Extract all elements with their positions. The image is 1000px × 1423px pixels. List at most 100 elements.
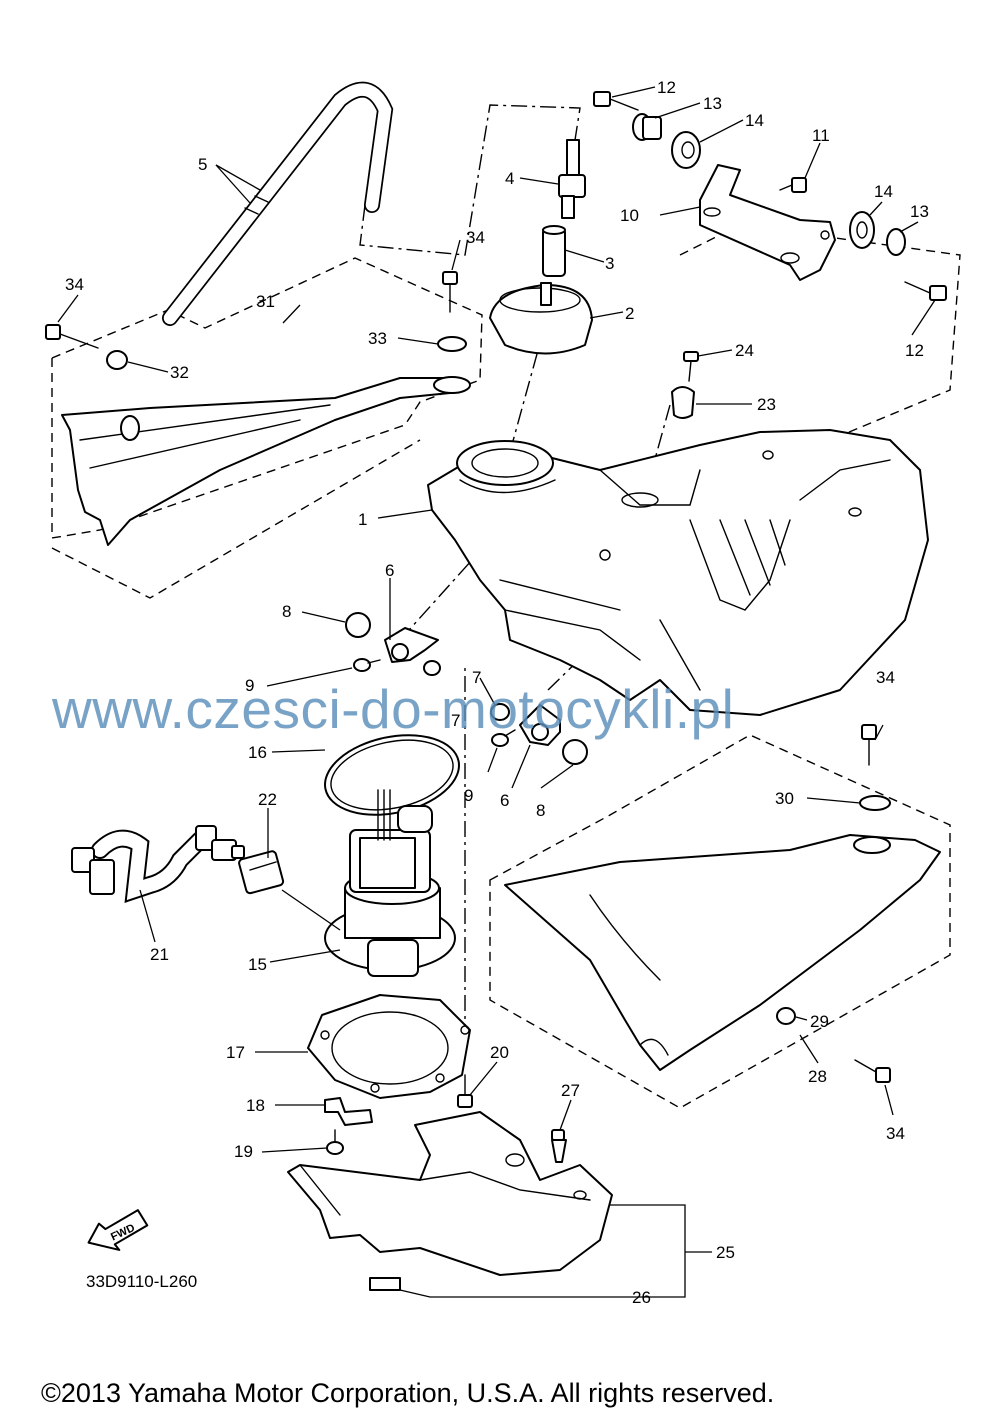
callout-12-upper: 12: [657, 78, 676, 97]
bolt24-alignment: [644, 404, 671, 496]
bolt-12-lower: [904, 281, 947, 301]
bracket-10: [699, 164, 836, 281]
callout-28: 28: [808, 1067, 827, 1086]
bolt-34-right-upper: [861, 724, 877, 766]
callout-2: 2: [625, 304, 634, 323]
callout-24: 24: [735, 341, 754, 360]
collar-13-upper: [632, 113, 662, 141]
callout-6-upper: 6: [385, 561, 394, 580]
callout-7-upper: 7: [472, 668, 481, 687]
damper-29: [776, 1007, 796, 1025]
callout-34-right-upper: 34: [876, 668, 895, 687]
plate-17: [307, 994, 471, 1099]
callout-17: 17: [226, 1043, 245, 1062]
collar-7-lower: [490, 703, 510, 721]
callout-9-lower: 9: [464, 786, 473, 805]
left-cover-boundary-lower: [51, 439, 421, 599]
callout-26: 26: [632, 1288, 651, 1307]
left-shroud: [61, 377, 461, 546]
callout-16: 16: [248, 743, 267, 762]
grommet-14-lower: [849, 211, 875, 249]
callout-20: 20: [490, 1043, 509, 1062]
bolt-24: [683, 351, 699, 382]
right-shroud: [504, 834, 941, 1071]
connector-22: [238, 850, 285, 895]
callout-27: 27: [561, 1081, 580, 1100]
callout-7-lower: 7: [451, 711, 460, 730]
bolt-34-top: [442, 271, 458, 313]
bracket-18: [324, 1097, 373, 1126]
callout-29: 29: [810, 1012, 829, 1031]
bolt-34-left: [45, 324, 99, 349]
forward-arrow-icon: FWD: [87, 1209, 149, 1251]
callout-4: 4: [505, 169, 514, 188]
fuel-cap: [489, 282, 593, 355]
leader-lines: [57, 86, 936, 1298]
callout-34-right-lower: 34: [886, 1124, 905, 1143]
callout-32: 32: [170, 363, 189, 382]
watermark-text: www.czesci-do-motocykli.pl: [51, 678, 734, 740]
callout-14-upper: 14: [745, 111, 764, 130]
collar-13-lower: [886, 228, 906, 256]
bolt-34-right-lower: [854, 1059, 891, 1083]
grommet-14-upper: [671, 131, 701, 169]
bracket-group-upper: [345, 612, 441, 676]
bolt-20: [457, 1074, 473, 1108]
fuel-hose-21: [71, 825, 245, 903]
callout-33: 33: [368, 329, 387, 348]
fuel-pump: [324, 789, 456, 977]
callout-14-lower: 14: [874, 182, 893, 201]
bolt-27: [551, 1129, 567, 1163]
grommet-30: [859, 795, 891, 811]
callout-31: 31: [256, 292, 275, 311]
damper-32: [106, 350, 128, 370]
callout-22: 22: [258, 790, 277, 809]
callout-3: 3: [605, 254, 614, 273]
under-cover: [287, 1111, 613, 1291]
callout-12-lower: 12: [905, 341, 924, 360]
left-cover-boundary: [51, 257, 483, 539]
bolt-11: [779, 177, 807, 193]
callout-1: 1: [358, 510, 367, 529]
collar-7-upper: [423, 660, 441, 676]
bolt-12-upper: [593, 91, 639, 111]
callout-8-lower: 8: [536, 801, 545, 820]
bracket-group-lower: [490, 703, 588, 765]
callout-5: 5: [198, 155, 207, 174]
bracket-boundary: [679, 224, 961, 441]
copyright-text: ©2013 Yamaha Motor Corporation, U.S.A. A…: [41, 1378, 774, 1408]
bolt-19: [326, 1129, 344, 1155]
fitting-4: [558, 139, 586, 219]
callout-9-upper: 9: [245, 676, 254, 695]
callout-11: 11: [812, 126, 830, 145]
assembly-boundaries: [51, 224, 961, 1109]
grommet-33: [433, 336, 471, 394]
screw-9-upper: [353, 658, 381, 672]
callout-13-upper: 13: [703, 94, 722, 113]
breather-hose: [162, 81, 394, 326]
callout-30: 30: [775, 789, 794, 808]
screw-9-lower: [491, 729, 516, 747]
callout-15: 15: [248, 955, 267, 974]
callout-34-left: 34: [65, 275, 84, 294]
diagram-code: 33D9110-L260: [86, 1272, 197, 1291]
callout-21: 21: [150, 945, 169, 964]
callout-8-upper: 8: [282, 602, 291, 621]
bracket6-alignment: [399, 559, 473, 641]
callout-numbers: 1 2 3 4 5 6 6 7 7 8 8 9 9 10 11 12 12 13…: [65, 78, 929, 1307]
damper-8-upper: [345, 612, 371, 638]
callout-19: 19: [234, 1142, 253, 1161]
hose-3: [542, 225, 566, 277]
callout-25: 25: [716, 1243, 735, 1262]
callout-10: 10: [620, 206, 639, 225]
callout-6-lower: 6: [500, 791, 509, 810]
callout-34-top: 34: [466, 228, 485, 247]
damper-8-lower: [562, 739, 588, 765]
callout-23: 23: [757, 395, 776, 414]
callout-18: 18: [246, 1096, 265, 1115]
callout-13-lower: 13: [910, 202, 929, 221]
fuel-tank: [427, 429, 929, 716]
hose-alignment: [359, 104, 581, 256]
collar-23: [671, 386, 695, 419]
